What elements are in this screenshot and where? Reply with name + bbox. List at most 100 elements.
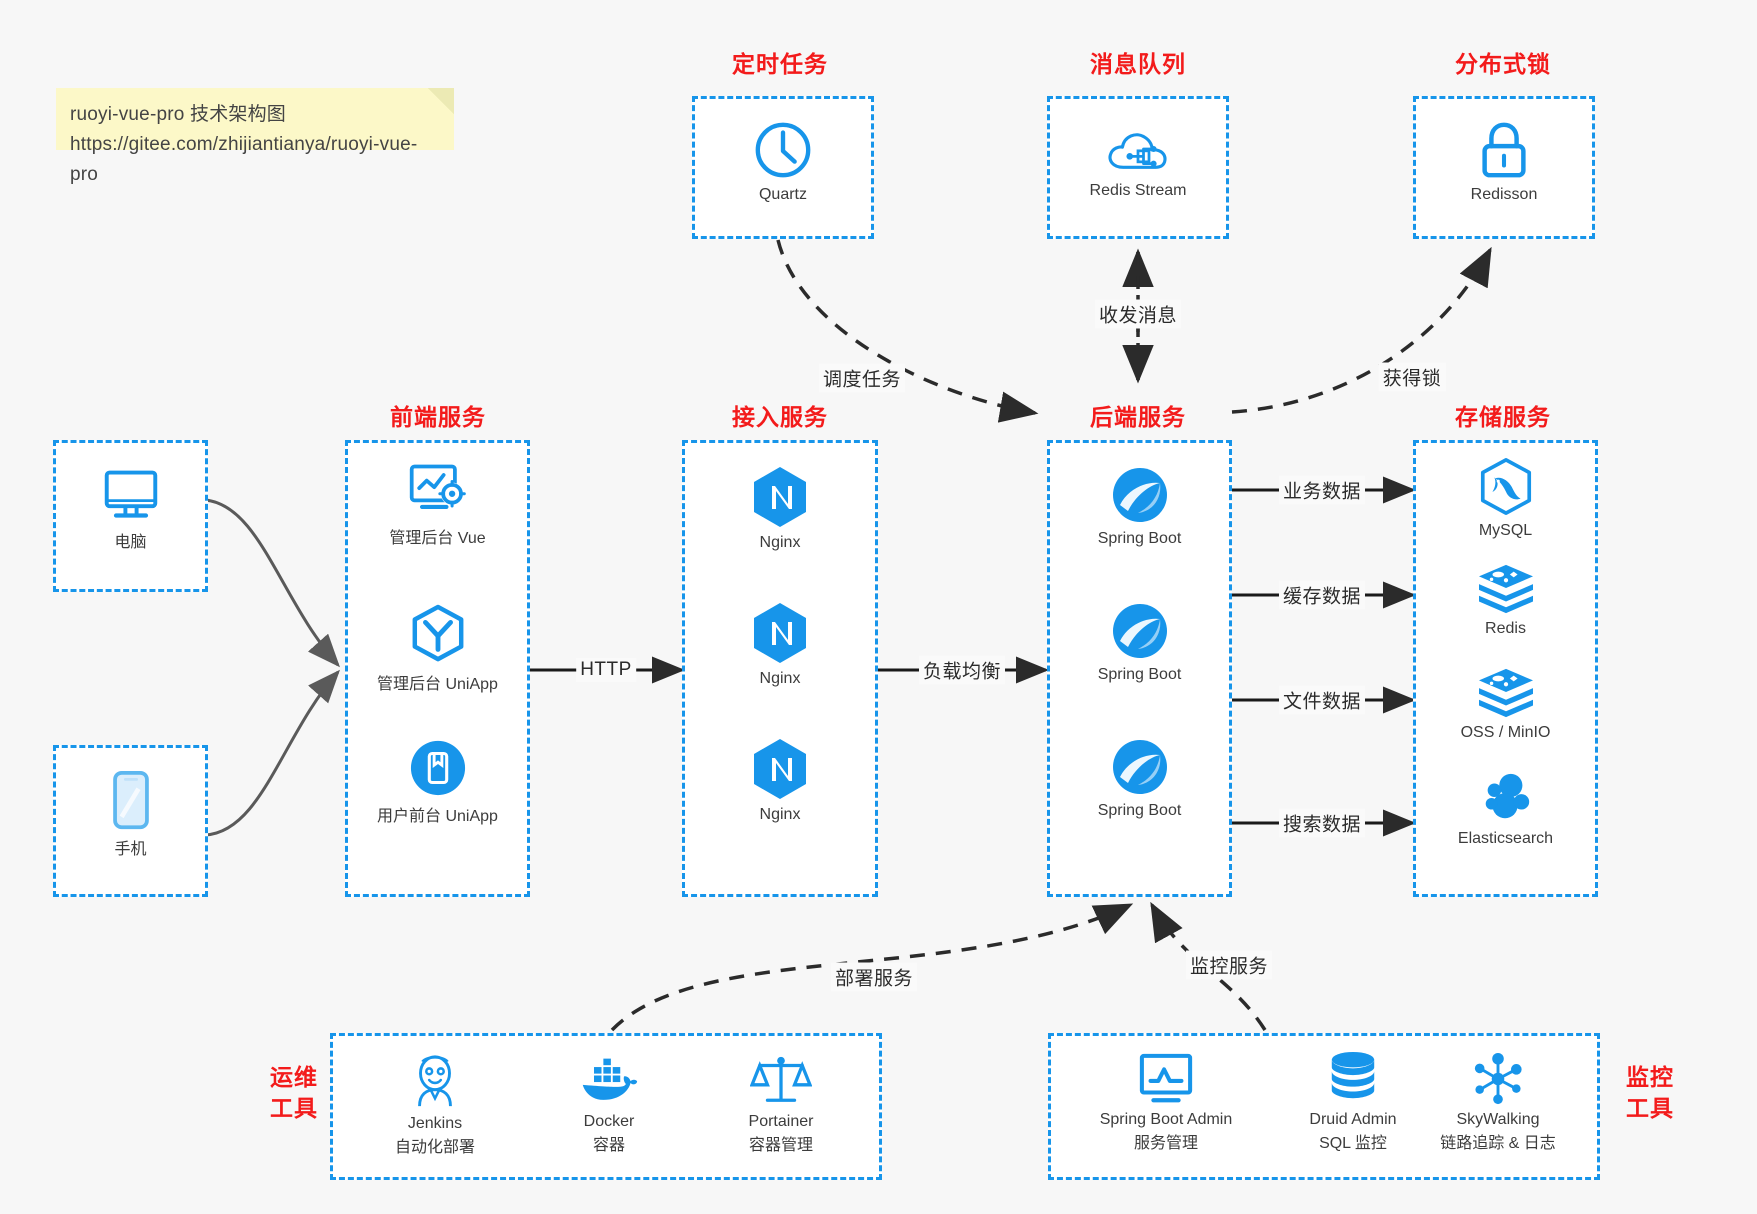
node-label-desktop: 电脑 <box>114 534 147 551</box>
node-label-redis-stream: Redis Stream <box>1089 182 1187 199</box>
node-elasticsearch[interactable]: Elasticsearch <box>1416 769 1595 848</box>
node-label-nginx-2: Nginx <box>759 670 801 687</box>
node-springboot-2[interactable]: Spring Boot <box>1050 601 1229 684</box>
group-scheduler: Quartz <box>692 96 874 239</box>
node-label-portainer: Portainer <box>748 1113 814 1130</box>
redis-stack-icon <box>1475 561 1537 620</box>
node-springboot-3[interactable]: Spring Boot <box>1050 737 1229 820</box>
node-user-uniapp[interactable]: 用户前台 UniApp <box>348 739 527 826</box>
node-label-admin-uniapp: 管理后台 UniApp <box>377 676 498 693</box>
group-frontend: 管理后台 Vue 管理后台 UniApp 用户前台 UniApp <box>345 440 530 897</box>
node-label-mysql: MySQL <box>1478 522 1533 539</box>
desktop-icon <box>101 467 161 528</box>
node-sublabel-portainer: 容器管理 <box>748 1137 813 1154</box>
node-skywalking[interactable]: SkyWalking 链路追踪 & 日志 <box>1403 1052 1593 1153</box>
nginx-icon <box>751 737 809 806</box>
group-mq: Redis Stream <box>1047 96 1229 239</box>
group-title-monitor-line1: 监控 <box>1626 1064 1674 1090</box>
cloud-network-icon <box>1105 121 1171 182</box>
node-smartphone[interactable]: 手机 <box>56 770 205 859</box>
edge-label-load-balance: 负载均衡 <box>918 655 1006 685</box>
edge-label-mq: 收发消息 <box>1094 299 1182 329</box>
node-label-nginx-1: Nginx <box>759 534 801 551</box>
group-gateway: Nginx Nginx Nginx <box>682 440 878 897</box>
edge-label-schedule: 调度任务 <box>818 363 906 393</box>
node-springboot-1[interactable]: Spring Boot <box>1050 465 1229 548</box>
node-redisson[interactable]: Redisson <box>1416 119 1592 204</box>
node-label-quartz: Quartz <box>758 186 807 203</box>
node-redis-stream[interactable]: Redis Stream <box>1050 121 1226 200</box>
group-title-storage: 存储服务 <box>1455 404 1551 430</box>
node-label-docker: Docker <box>583 1113 635 1130</box>
node-admin-vue[interactable]: 管理后台 Vue <box>348 461 527 548</box>
edge-label-lock: 获得锁 <box>1378 362 1446 392</box>
edge-label-cache-data: 缓存数据 <box>1278 580 1366 610</box>
node-mysql[interactable]: MySQL <box>1416 457 1595 540</box>
group-title-lock: 分布式锁 <box>1455 51 1551 77</box>
note-line-url: https://gitee.com/zhijiantianya/ruoyi-vu… <box>70 134 418 185</box>
group-client-mobile: 手机 <box>53 745 208 897</box>
node-label-nginx-3: Nginx <box>759 806 801 823</box>
group-client-pc: 电脑 <box>53 440 208 592</box>
dashboard-gear-icon <box>407 461 469 524</box>
node-sublabel-spring-boot-admin: 服务管理 <box>1133 1135 1198 1152</box>
node-label-admin-vue: 管理后台 Vue <box>389 530 486 547</box>
node-sublabel-skywalking: 链路追踪 & 日志 <box>1440 1135 1556 1152</box>
node-sublabel-druid-admin: SQL 监控 <box>1319 1135 1387 1152</box>
mobile-app-icon <box>409 739 467 802</box>
database-icon <box>1326 1050 1380 1111</box>
group-title-devops: 运维 工具 <box>258 1062 330 1124</box>
group-title-gateway: 接入服务 <box>732 404 828 430</box>
edge-label-search-data: 搜索数据 <box>1278 808 1366 838</box>
node-label-user-uniapp: 用户前台 UniApp <box>377 808 498 825</box>
note-fold-corner <box>428 88 454 114</box>
node-nginx-1[interactable]: Nginx <box>685 465 875 552</box>
node-label-springboot-3: Spring Boot <box>1097 802 1182 819</box>
node-admin-uniapp[interactable]: 管理后台 UniApp <box>348 603 527 694</box>
node-oss-minio[interactable]: OSS / MinIO <box>1416 665 1595 742</box>
nginx-icon <box>751 465 809 534</box>
node-nginx-3[interactable]: Nginx <box>685 737 875 824</box>
oss-stack-icon <box>1475 665 1537 724</box>
node-label-spring-boot-admin: Spring Boot Admin <box>1099 1111 1233 1128</box>
monitor-chart-icon <box>1137 1052 1195 1111</box>
lock-icon <box>1475 119 1533 186</box>
skywalking-node-icon <box>1469 1052 1527 1111</box>
group-title-monitor: 监控 工具 <box>1614 1062 1686 1124</box>
group-monitor: Spring Boot Admin 服务管理 Druid Admin SQL 监… <box>1048 1033 1600 1180</box>
node-redis[interactable]: Redis <box>1416 561 1595 638</box>
node-label-redisson: Redisson <box>1470 186 1538 203</box>
elasticsearch-icon <box>1477 769 1535 830</box>
portainer-scales-icon <box>749 1052 813 1113</box>
note-line-title: ruoyi-vue-pro 技术架构图 <box>70 104 287 125</box>
node-label-springboot-1: Spring Boot <box>1097 530 1182 547</box>
group-lock: Redisson <box>1413 96 1595 239</box>
clock-icon <box>752 119 814 186</box>
nginx-icon <box>751 601 809 670</box>
node-jenkins[interactable]: Jenkins 自动化部署 <box>355 1052 515 1157</box>
group-title-backend: 后端服务 <box>1090 404 1186 430</box>
group-storage: MySQL Redis <box>1413 440 1598 897</box>
uniapp-cube-icon <box>409 603 467 670</box>
node-sublabel-docker: 容器 <box>592 1137 625 1154</box>
node-nginx-2[interactable]: Nginx <box>685 601 875 688</box>
node-label-redis: Redis <box>1485 620 1526 637</box>
node-label-druid-admin: Druid Admin <box>1309 1111 1397 1128</box>
group-title-frontend: 前端服务 <box>390 404 486 430</box>
edge-label-file-data: 文件数据 <box>1278 685 1366 715</box>
edge-label-http: HTTP <box>576 658 636 682</box>
node-label-smartphone: 手机 <box>114 841 147 858</box>
group-title-scheduler: 定时任务 <box>732 51 828 77</box>
node-spring-boot-admin[interactable]: Spring Boot Admin 服务管理 <box>1071 1052 1261 1153</box>
node-docker[interactable]: Docker 容器 <box>529 1058 689 1155</box>
mysql-dolphin-icon <box>1478 457 1534 522</box>
node-label-springboot-2: Spring Boot <box>1097 666 1182 683</box>
node-portainer[interactable]: Portainer 容器管理 <box>701 1052 861 1155</box>
node-druid-admin[interactable]: Druid Admin SQL 监控 <box>1273 1050 1433 1153</box>
spring-boot-icon <box>1110 737 1170 802</box>
group-title-devops-line2: 工具 <box>270 1095 318 1121</box>
group-devops: Jenkins 自动化部署 Docker 容器 <box>330 1033 882 1180</box>
node-quartz[interactable]: Quartz <box>695 119 871 204</box>
node-desktop[interactable]: 电脑 <box>56 467 205 552</box>
